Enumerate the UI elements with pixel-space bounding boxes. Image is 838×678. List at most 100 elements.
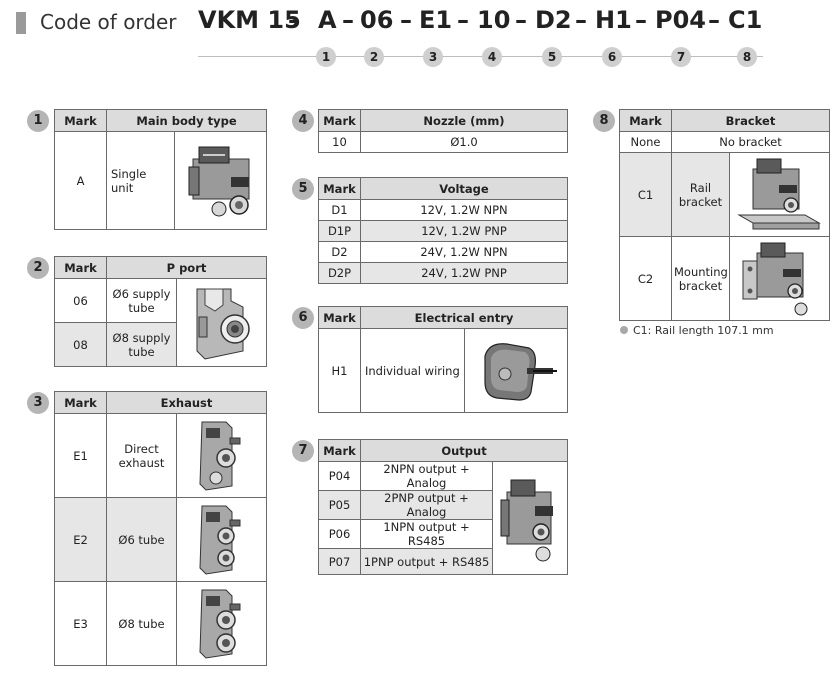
valve-unit-icon [173,131,268,230]
row-value: 1NPN output + RS485 [360,519,493,549]
table-row: 10 Ø1.0 [318,131,568,153]
code-dash: – [457,6,469,34]
row-value: 2PNP output + Analog [360,490,493,520]
header-accent-bar [16,12,26,34]
table-row: 06 Ø6 supply tube [54,278,268,367]
row-desc: Rail bracket [671,152,730,237]
code-position-5: 5 [542,47,562,67]
code-part-6: H1 [595,6,632,34]
row-desc: Ø8 tube [106,581,177,666]
row-mark: 08 [54,322,107,367]
table-row: C1 Rail bracket [619,152,830,237]
row-value: 12V, 1.2W NPN [360,199,568,221]
bracket-note: C1: Rail length 107.1 mm [620,324,774,337]
table-row: A Single unit [54,131,268,230]
code-position-6: 6 [602,47,622,67]
col-title: Output [359,439,569,462]
col-mark: Mark [318,109,361,132]
col-mark: Mark [54,256,107,279]
row-desc: Ø6 supply tube [106,278,177,323]
col-mark: Mark [318,177,361,200]
exhaust-table: Mark Exhaust E1 Direct exhaust E2 Ø6 tub… [54,391,267,666]
row-mark: E2 [54,497,107,582]
code-position-8: 8 [737,47,757,67]
row-desc: Ø8 supply tube [106,322,177,367]
row-desc: No bracket [671,131,830,153]
row-mark: H1 [318,328,361,413]
output-table: Mark Output P04 2NPN output + Analog P05… [318,439,569,575]
electrical-entry-table: Mark Electrical entry H1 Individual wiri… [318,306,569,413]
row-mark: P04 [318,461,361,491]
row-mark: D2 [318,241,361,263]
code-dash: – [635,6,647,34]
voltage-table: Mark Voltage D1 12V, 1.2W NPN D1P 12V, 1… [318,177,568,284]
section-badge-2: 2 [27,257,49,279]
section-badge-1: 1 [27,110,49,132]
page-title: Code of order [40,10,177,34]
note-bullet-icon [620,326,628,334]
code-part-2: 06 [360,6,394,34]
code-part-5: D2 [535,6,572,34]
row-value: 12V, 1.2W PNP [360,220,568,242]
section-badge-5: 5 [292,178,314,200]
code-part-7: P04 [655,6,706,34]
code-position-1: 1 [316,47,336,67]
code-position-4: 4 [482,47,502,67]
col-title: Main body type [105,109,268,132]
table-row: 08 Ø8 supply tube [54,322,267,367]
valve-unit-icon [491,461,569,575]
row-mark: D1 [318,199,361,221]
code-dash: – [708,6,720,34]
table-row: D1P 12V, 1.2W PNP [318,220,568,242]
code-position-7: 7 [671,47,691,67]
row-value: 24V, 1.2W NPN [360,241,568,263]
connector-icon [463,328,569,413]
col-title: Bracket [671,109,830,132]
section-badge-6: 6 [292,307,314,329]
col-mark: Mark [54,391,107,414]
row-mark: P06 [318,519,361,549]
p-port-icon [175,278,268,367]
row-mark: 10 [318,131,361,153]
row-mark: P07 [318,548,361,575]
code-part-3: E1 [419,6,453,34]
row-mark: E3 [54,581,107,666]
row-mark: C2 [619,236,672,321]
bracket-table: Mark Bracket None No bracket C1 Rail bra… [619,109,830,321]
row-mark: D2P [318,262,361,284]
code-part-4: 10 [477,6,511,34]
col-title: Voltage [360,177,568,200]
col-title: Exhaust [106,391,267,414]
row-mark: A [54,131,107,230]
col-mark: Mark [54,109,107,132]
nozzle-table: Mark Nozzle (mm) 10 Ø1.0 [318,109,568,153]
code-dash: – [575,6,587,34]
row-desc: Direct exhaust [106,413,177,498]
row-mark: E1 [54,413,107,498]
table-row: D1 12V, 1.2W NPN [318,199,568,221]
col-title: P port [105,256,268,279]
row-mark: P05 [318,490,361,520]
code-underline [198,56,763,57]
row-desc: Single unit [106,131,175,230]
mounting-bracket-icon [729,236,830,321]
section-badge-8: 8 [593,110,615,132]
code-series: VKM 15 [198,6,301,34]
exhaust-tube-icon [176,581,267,666]
col-title: Nozzle (mm) [360,109,568,132]
main-body-type-table: Mark Main body type A Single unit [54,109,268,230]
row-desc: Individual wiring [360,328,465,413]
row-mark: 06 [54,278,107,323]
section-badge-7: 7 [292,440,314,462]
rail-bracket-icon [729,152,830,237]
row-mark: C1 [619,152,672,237]
code-part-1: A [318,6,337,34]
row-mark: None [619,131,672,153]
table-row: None No bracket [619,131,830,153]
code-dash: – [515,6,527,34]
table-row: D2P 24V, 1.2W PNP [318,262,568,284]
exhaust-direct-icon [176,413,267,498]
table-row: H1 Individual wiring [318,328,569,413]
row-value: Ø1.0 [360,131,568,153]
section-badge-4: 4 [292,110,314,132]
